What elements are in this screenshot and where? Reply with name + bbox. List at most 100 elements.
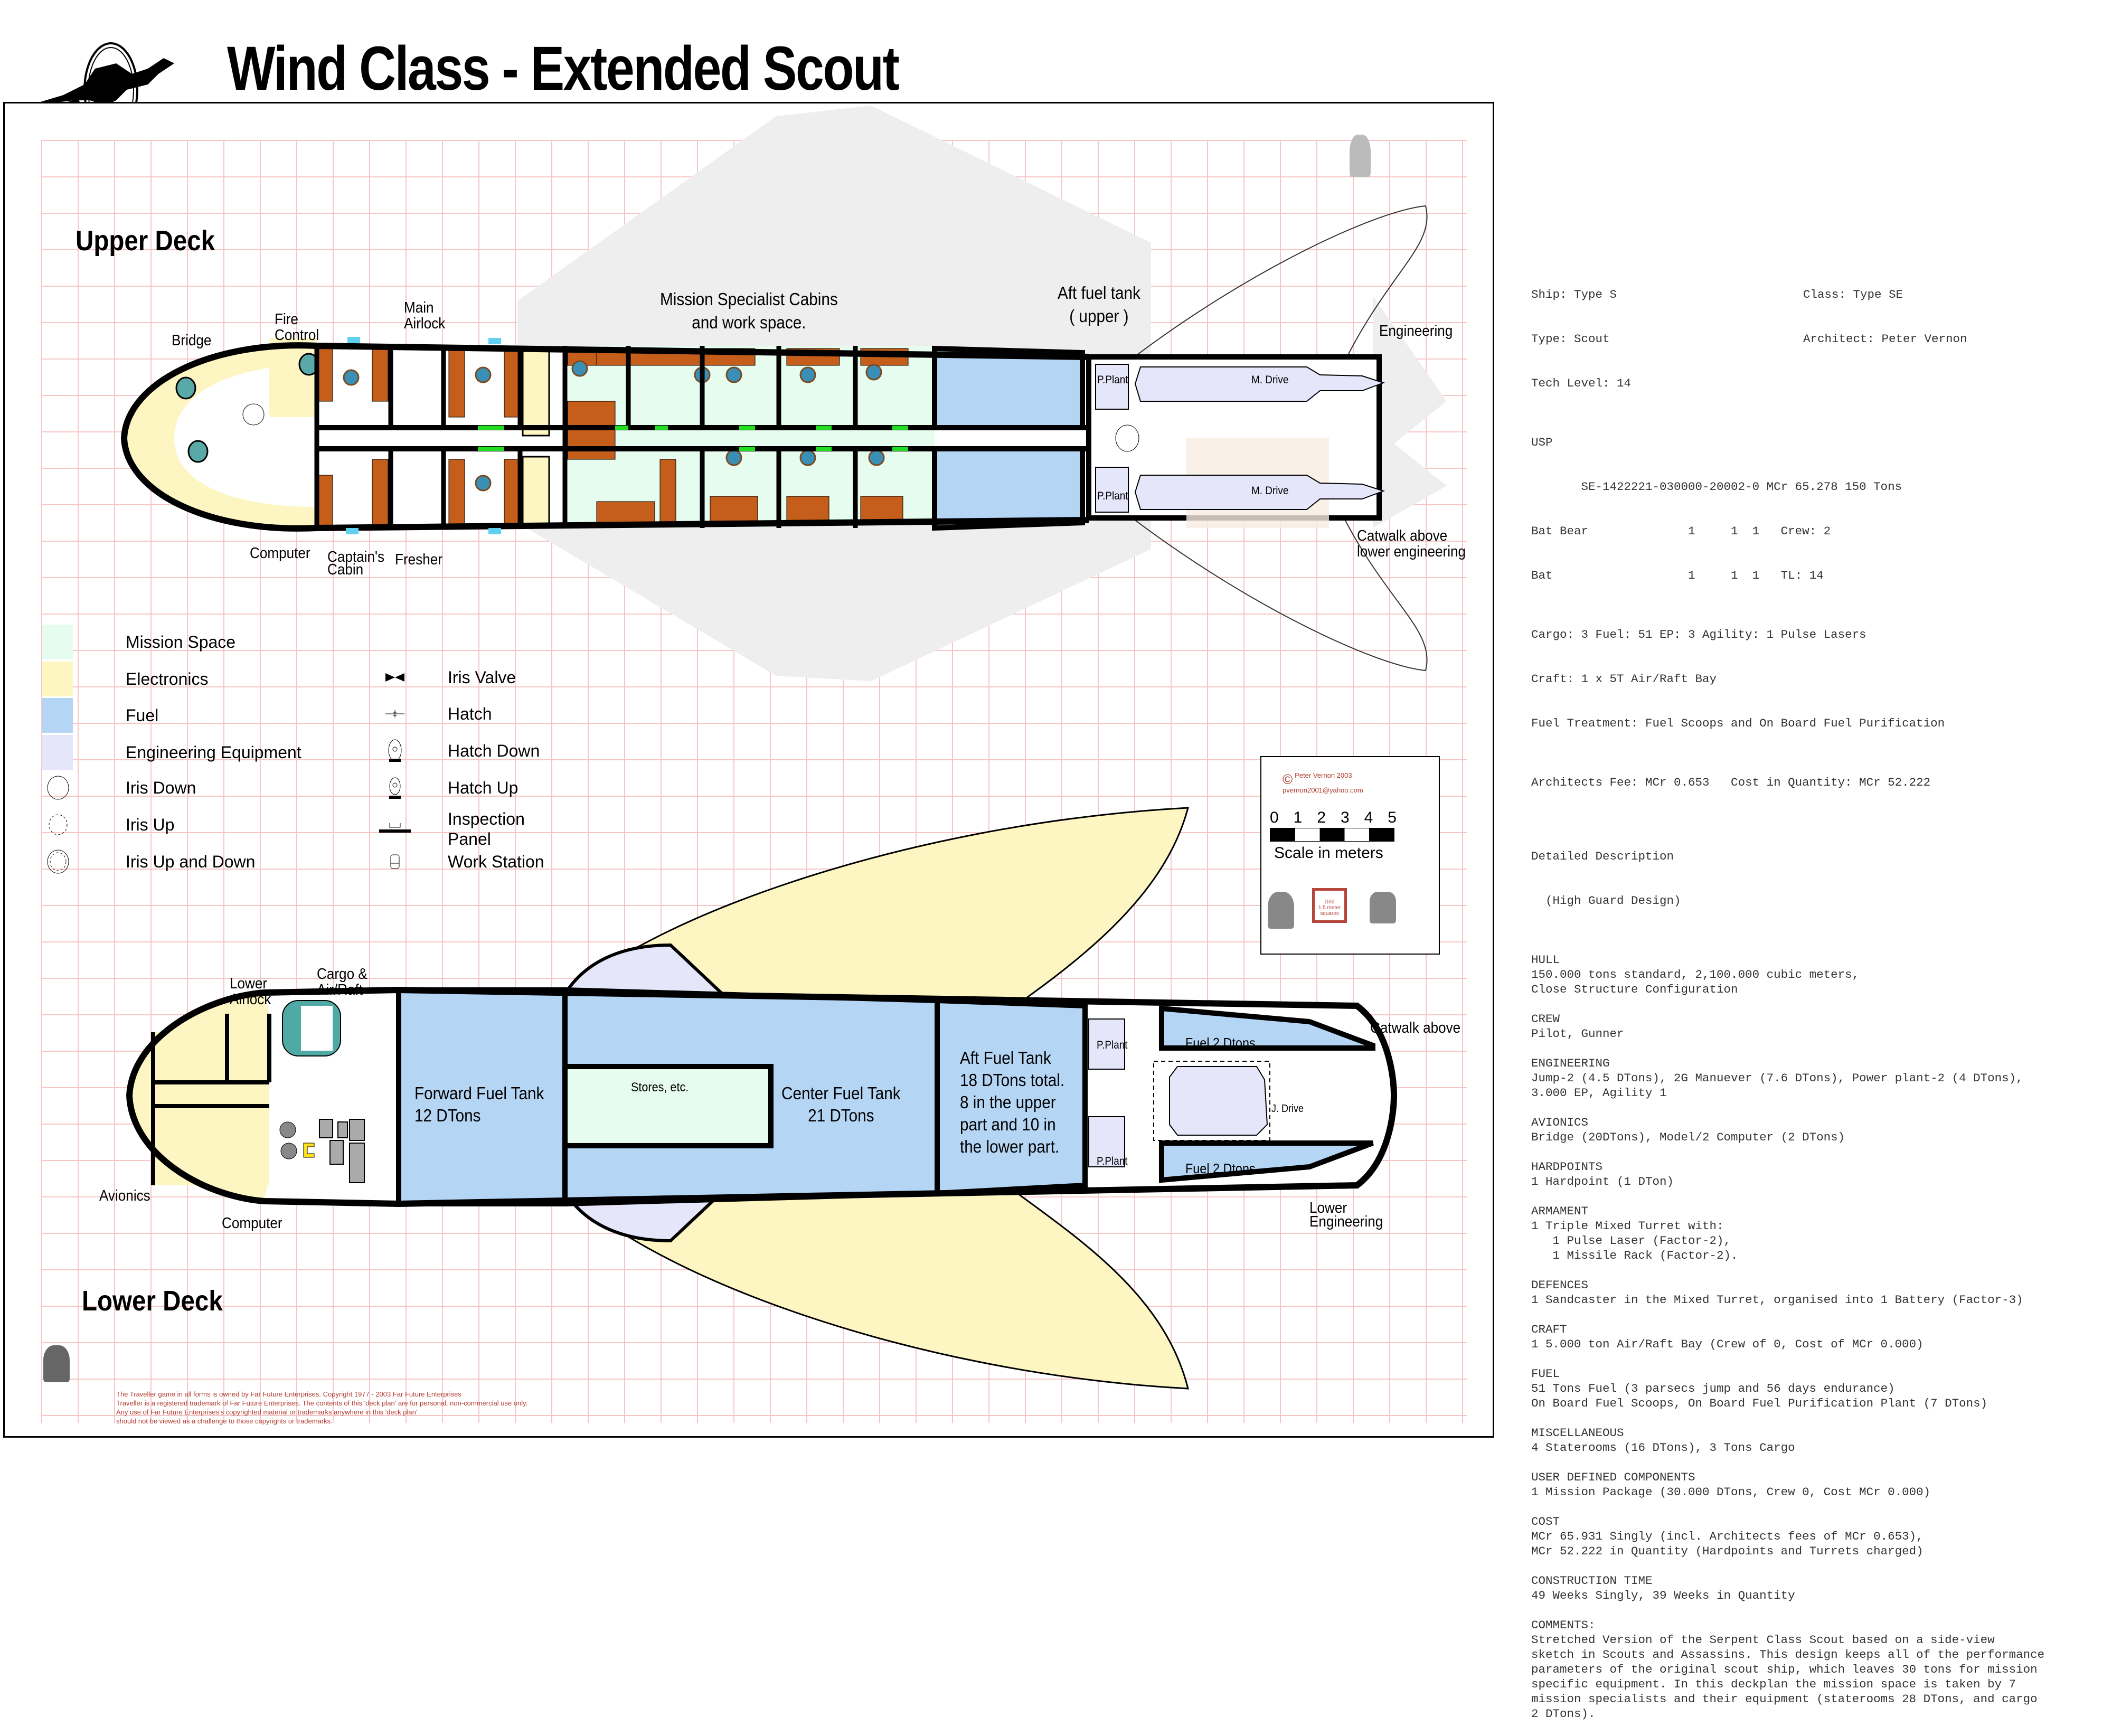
spec-section-heading: CONSTRUCTION TIME: [1531, 1574, 1653, 1588]
spec-section-heading: DEFENCES: [1531, 1278, 1589, 1292]
catwalk-outline: [1153, 1061, 1270, 1141]
spec-section-line: 1 Missile Rack (Factor-2).: [1531, 1249, 1738, 1262]
iris-valve-icon: [379, 662, 411, 693]
hatch-down-icon: [379, 735, 411, 767]
p-plant-upper-top: [1095, 364, 1129, 410]
page-title: Wind Class - Extended Scout: [227, 34, 900, 103]
lower-deck-label: Lower Deck: [82, 1285, 223, 1317]
label-p-plant-lower-bottom: P.Plant: [1097, 1155, 1128, 1167]
upper-wing-outline-top: [1124, 205, 1428, 381]
lower-fuel-top: [1159, 1005, 1375, 1051]
avionics-computer-room: [153, 1106, 269, 1185]
legend-item: Hatch Up: [379, 772, 518, 804]
spec-section-line: 2 DTons).: [1531, 1707, 1596, 1721]
iris-up-icon: [42, 809, 74, 841]
spec-section-line: On Board Fuel Scoops, On Board Fuel Puri…: [1531, 1397, 1988, 1410]
legend-item: Iris Down: [42, 772, 196, 804]
spec-section: COMMENTS:Stretched Version of the Serpen…: [1531, 1618, 2101, 1721]
scale-caption: Scale in meters: [1274, 844, 1383, 862]
iris-down-bridge: [242, 403, 265, 426]
spec-section-line: MCr 52.222 in Quantity (Hardpoints and T…: [1531, 1544, 1924, 1558]
upper-wing-outline-bottom: [1124, 501, 1428, 672]
usp-heading: USP: [1531, 436, 1553, 449]
label-m-drive-top: M. Drive: [1251, 374, 1289, 386]
legend-item: Work Station: [379, 846, 544, 878]
label-m-drive-bottom: M. Drive: [1251, 485, 1289, 497]
legend-swatch-electronics: [42, 662, 73, 696]
label-catwalk-lower: Catwalk above: [1370, 1020, 1461, 1036]
m-drive-bottom: [1134, 475, 1385, 510]
legend-item: Hatch Down: [379, 735, 540, 767]
spec-section-line: Jump-2 (4.5 DTons), 2G Manuever (7.6 DTo…: [1531, 1071, 2023, 1085]
label-avionics: Avionics: [99, 1187, 150, 1204]
legend-item: Electronics: [42, 662, 209, 696]
spec-section-line: 1 Hardpoint (1 DTon): [1531, 1175, 1674, 1188]
label-stores: Stores, etc.: [631, 1080, 689, 1095]
spec-section-line: parameters of the original scout ship, w…: [1531, 1663, 2038, 1676]
upper-hull-outline: [120, 342, 1089, 532]
legend-swatch-engineering: [42, 735, 73, 770]
spec-section-line: sketch in Scouts and Assassins. This des…: [1531, 1648, 2045, 1662]
spec-section-line: 3.000 EP, Agility 1: [1531, 1086, 1667, 1100]
portholes: [346, 337, 501, 534]
spec-section-line: 1 5.000 ton Air/Raft Bay (Crew of 0, Cos…: [1531, 1337, 1924, 1351]
label-aft-fuel-tank-upper: Aft fuel tank( upper ): [1058, 283, 1140, 326]
label-p-plant-top: P.Plant: [1097, 374, 1128, 386]
fire-control-room: [269, 338, 317, 417]
spec-section-line: 4 Staterooms (16 DTons), 3 Tons Cargo: [1531, 1441, 1795, 1455]
cargo-crates: [319, 1119, 365, 1183]
spec-section-line: Close Structure Configuration: [1531, 983, 1738, 996]
inspection-panel-icon: [379, 813, 411, 845]
legend-item: Iris Up and Down: [42, 846, 255, 878]
spec-section-line: Stretched Version of the Serpent Class S…: [1531, 1633, 1995, 1647]
spec-section-line: mission specialists and their equipment …: [1531, 1692, 2038, 1706]
spec-section-line: Bridge (20DTons), Model/2 Computer (2 DT…: [1531, 1130, 1845, 1144]
legend-swatch-mission: [42, 625, 73, 659]
scale-bar: [1270, 828, 1394, 842]
spec-section-heading: FUEL: [1531, 1367, 1560, 1381]
spec-section-line: MCr 65.931 Singly (incl. Architects fees…: [1531, 1530, 1924, 1543]
vargr-figure-icon: [1370, 892, 1396, 923]
spec-section-line: 1 Mission Package (30.000 DTons, Crew 0,…: [1531, 1485, 1931, 1499]
forward-fuel-tank: [396, 987, 568, 1206]
spec-section-line: 1 Sandcaster in the Mixed Turret, organi…: [1531, 1293, 2023, 1307]
copyright-icon: ©: [1283, 771, 1293, 787]
lower-hull-outline: [126, 986, 1398, 1207]
label-fresher: Fresher: [395, 551, 442, 568]
deckplan-drawing: [120, 106, 1447, 1390]
label-fuel-lower-bottom: Fuel 2 Dtons: [1185, 1161, 1256, 1176]
legend-item: Fuel: [42, 698, 158, 733]
legend-item: Hatch: [379, 698, 492, 730]
engine-silhouette: [1373, 296, 1447, 528]
spec-section-heading: COMMENTS:: [1531, 1618, 1596, 1632]
iris-up-down-icon: [42, 846, 74, 878]
iris-down-icon: [42, 772, 74, 804]
lower-wing-top: [558, 807, 1189, 1031]
work-station-icon: [379, 846, 411, 878]
spec-section-heading: HULL: [1531, 953, 1560, 967]
soldier-figure-icon: [43, 1345, 70, 1382]
